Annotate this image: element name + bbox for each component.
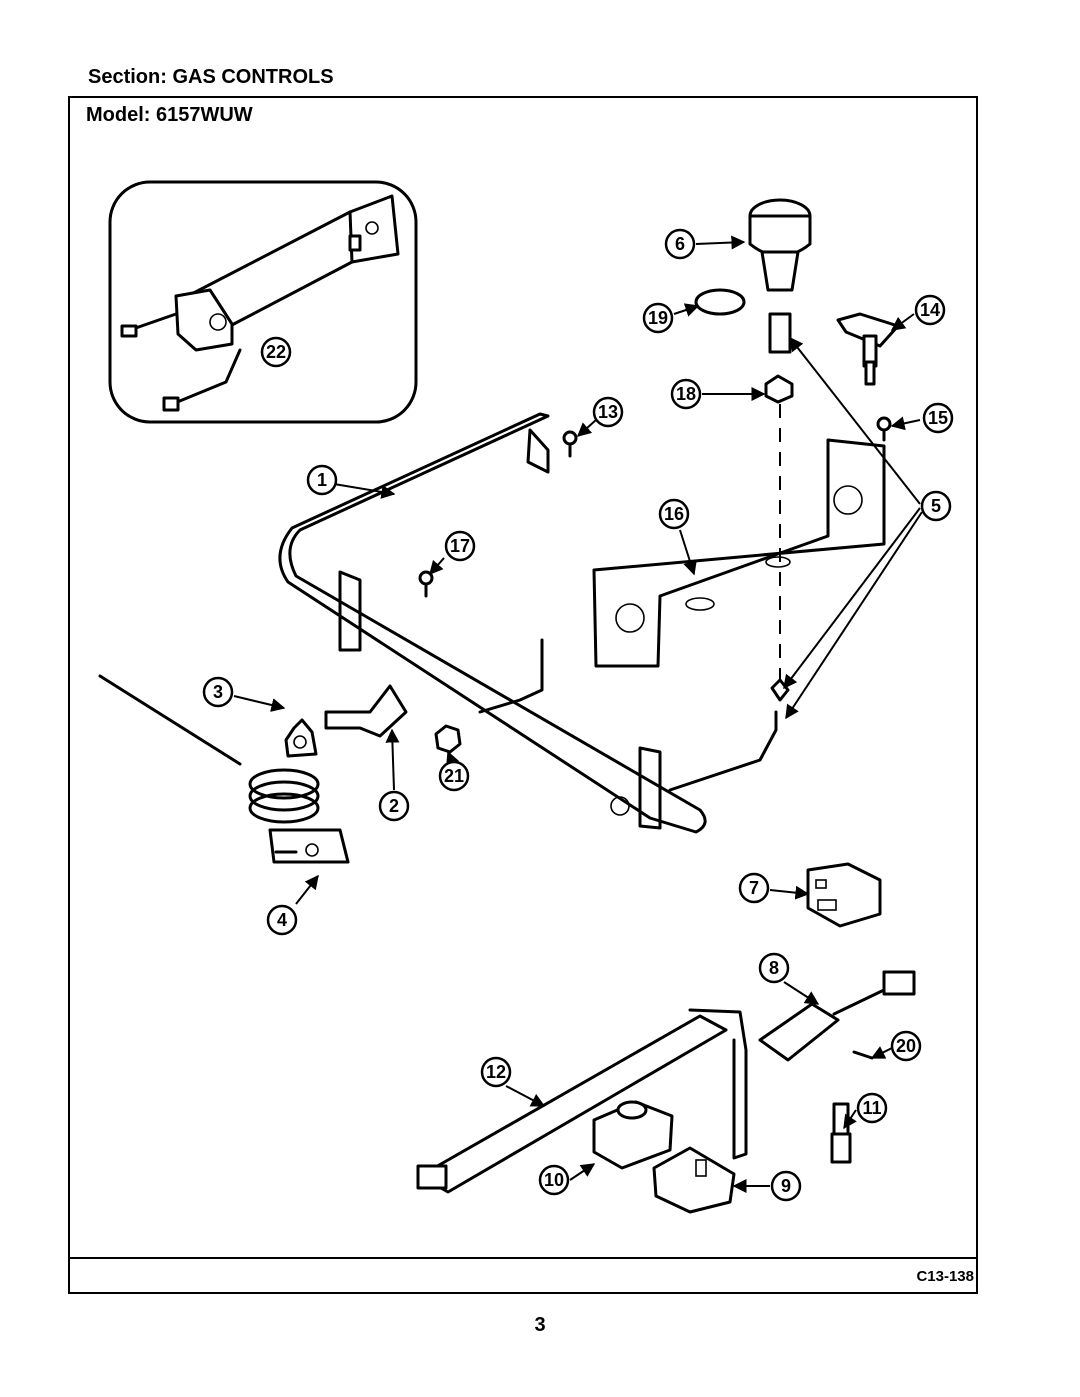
svg-text:18: 18 [676,384,696,404]
electrode-part-14 [836,312,900,386]
callout-19: 19 [642,302,674,334]
callout-13: 13 [592,396,624,428]
callout-14: 14 [914,294,946,326]
callout-7: 7 [738,872,770,904]
svg-text:19: 19 [648,308,668,328]
svg-text:13: 13 [598,402,618,422]
screw-part-15 [876,416,892,442]
svg-text:22: 22 [266,342,286,362]
svg-text:16: 16 [664,504,684,524]
callout-6: 6 [664,228,696,260]
burner-gas-tube [478,638,790,792]
orifice-fitting [764,312,794,680]
model-title: Model: 6157WUW [86,104,253,126]
svg-text:12: 12 [486,1062,506,1082]
svg-text:5: 5 [931,496,941,516]
callout-8: 8 [758,952,790,984]
svg-text:7: 7 [749,878,759,898]
svg-text:9: 9 [781,1176,791,1196]
page-number: 3 [534,1314,546,1336]
callout-2: 2 [378,790,410,822]
svg-text:14: 14 [920,300,940,320]
callout-16: 16 [658,498,690,530]
callout-11: 11 [856,1092,888,1124]
manifold-part-1 [278,412,707,834]
callout-17: 17 [444,530,476,562]
callout-21: 21 [438,760,470,792]
igniter-part-8 [758,970,916,1062]
svg-text:2: 2 [389,796,399,816]
o-ring-part-19 [694,288,746,316]
bracket-part-2 [324,684,408,738]
leader-lines [233,235,923,1193]
callout-3: 3 [202,676,234,708]
bracket-part-16 [592,438,886,668]
callout-22: 22 [260,336,292,368]
callout-1: 1 [306,464,338,496]
screw-part-13 [562,430,578,458]
callout-9: 9 [770,1170,802,1202]
callout-18: 18 [670,378,702,410]
callout-12: 12 [480,1056,512,1088]
pilot-part-11 [830,1102,852,1164]
thermostat-part-4 [98,674,350,864]
screw-part-20 [852,1050,874,1060]
callout-15: 15 [922,402,954,434]
svg-text:11: 11 [862,1098,881,1118]
svg-text:8: 8 [769,958,779,978]
footer-divider [68,1257,978,1259]
svg-text:10: 10 [544,1170,564,1190]
spark-module-part-7 [806,862,882,928]
burner-part-6 [748,198,812,292]
diagram-code: C13-138 [916,1268,974,1285]
callout-20: 20 [890,1030,922,1062]
svg-text:6: 6 [675,234,685,254]
svg-text:1: 1 [317,470,327,490]
tube-part-12 [416,1008,748,1194]
section-title: Section: GAS CONTROLS [88,66,334,88]
clip-part-3 [284,718,318,758]
svg-text:3: 3 [213,682,223,702]
regulator-part-10 [592,1100,674,1170]
svg-text:15: 15 [928,408,948,428]
callout-10: 10 [538,1164,570,1196]
screw-part-17 [418,570,434,598]
callout-5: 5 [920,490,952,522]
callout-4: 4 [266,904,298,936]
nut-part-21 [434,724,462,754]
svg-text:4: 4 [277,910,287,930]
svg-text:20: 20 [896,1036,916,1056]
valve-part-9 [652,1146,736,1214]
svg-text:17: 17 [450,536,470,556]
inset-box-part-22 [108,180,418,424]
svg-text:21: 21 [444,766,464,786]
diagram-frame [68,96,978,1294]
